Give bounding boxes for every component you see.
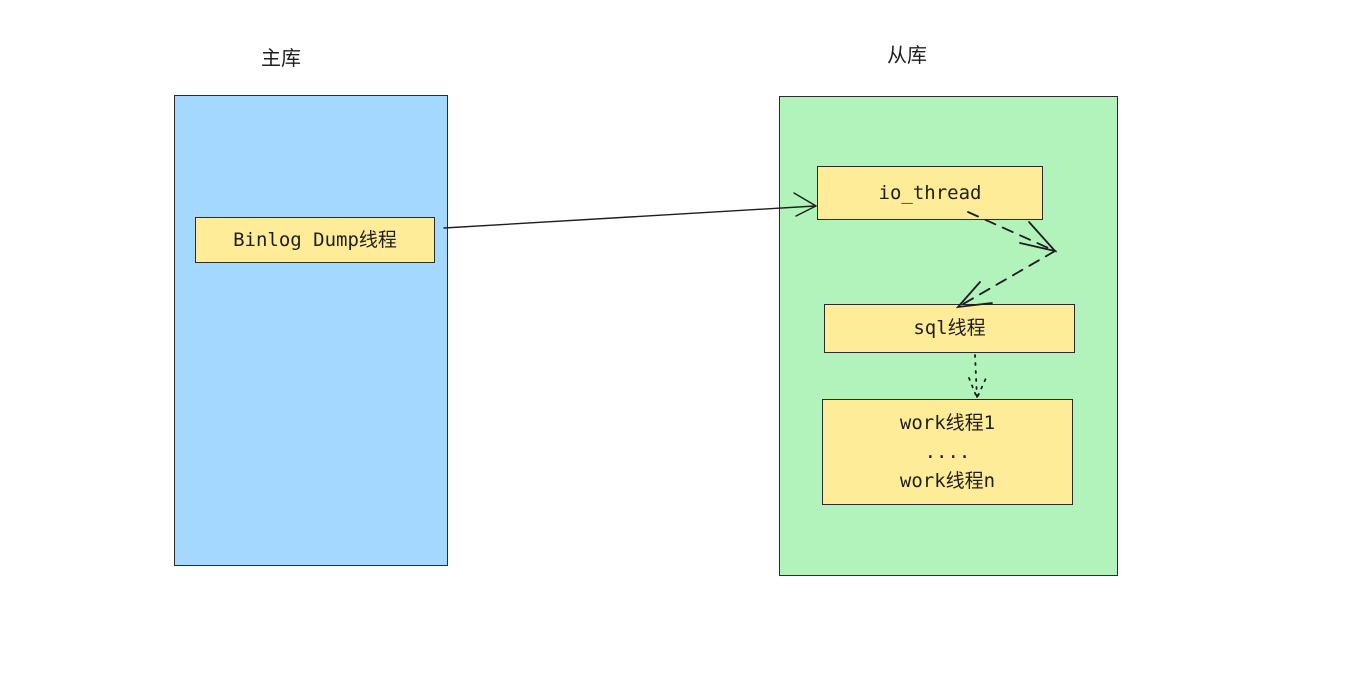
worker-thread-last-label: work线程n — [899, 469, 996, 492]
binlog-to-io-arrow — [443, 192, 818, 229]
master-db-box — [174, 95, 448, 566]
worker-threads: work线程1 .... work线程n — [822, 399, 1073, 505]
worker-ellipsis-label: .... — [924, 440, 971, 463]
io-thread: io_thread — [817, 166, 1043, 220]
binlog-to-io-line — [443, 205, 816, 229]
sql-thread-label: sql线程 — [913, 317, 986, 339]
slave-title: 从库 — [887, 43, 927, 67]
binlog-dump-thread-label: Binlog Dump线程 — [233, 228, 397, 251]
binlog-dump-thread: Binlog Dump线程 — [195, 217, 435, 263]
master-title: 主库 — [261, 46, 301, 70]
io-thread-label: io_thread — [878, 181, 982, 204]
worker-thread-first-label: work线程1 — [899, 411, 996, 434]
sql-thread: sql线程 — [824, 304, 1075, 353]
